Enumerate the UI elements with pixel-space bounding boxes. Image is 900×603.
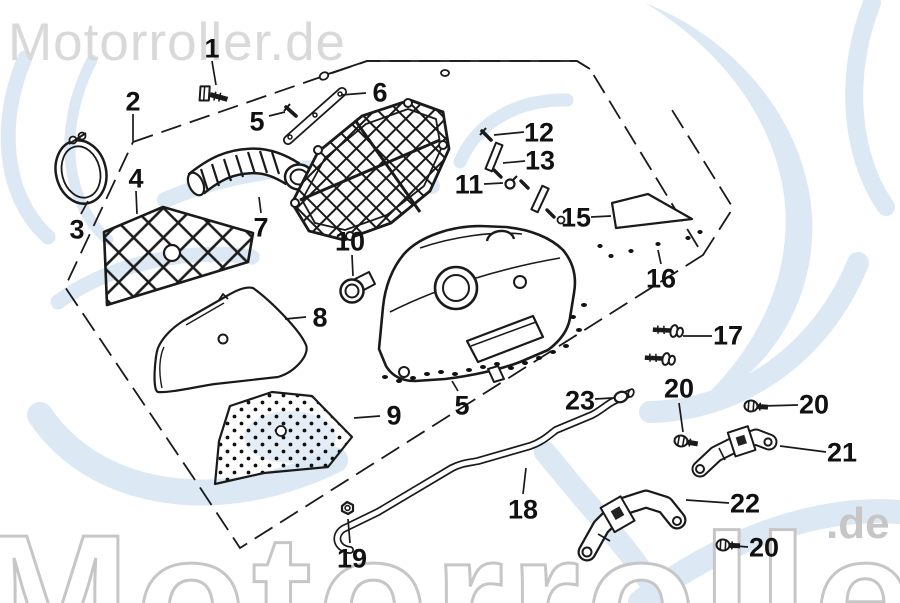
part-5-screw [283,103,298,118]
part-17-screws [644,321,684,367]
part-8-filter-sheet [153,286,308,394]
callout-leader-3 [80,200,89,215]
callout-label-23: 23 [565,386,595,416]
callout-leader-20 [761,404,799,407]
callout-leader-22 [685,499,730,504]
callout-leader-20 [678,402,684,433]
callout-leader-13 [502,160,526,164]
callout-label-12: 12 [524,118,554,148]
part-23-ring [613,390,629,404]
callout-label-18: 18 [508,495,538,525]
grommet-small-top [318,71,330,81]
callout-label-13: 13 [525,146,555,176]
callout-label-21: 21 [827,438,857,468]
callout-label-6: 6 [372,78,387,108]
callout-leader-5 [451,380,459,392]
part-18-drain-tube [333,388,635,554]
part-21-bracket [691,425,778,478]
part-1-bolt [198,85,229,102]
airbox-body [377,224,577,383]
callout-leader-7 [258,196,262,214]
callout-leader-1 [211,60,217,86]
callout-leader-6 [340,92,367,96]
callout-leader-20 [735,545,749,548]
part-19-nut [340,500,355,516]
callout-label-5: 5 [249,107,264,137]
callout-leader-23 [594,397,613,400]
callout-leader-5 [268,111,286,117]
part-4-filter-grid [102,205,255,307]
part-12-screw [479,127,493,142]
part-16-rivet-dots [597,230,703,258]
watermark-de-text: .de [826,499,890,548]
callout-label-20: 20 [799,390,829,420]
callout-label-3: 3 [69,215,84,245]
part-10-grommet [339,271,376,304]
callout-label-19: 19 [337,544,367,574]
callout-leader-12 [493,131,525,136]
part-15-rubber-flap [610,192,694,230]
part-9-filter-foam [213,390,354,486]
callout-label-11: 11 [455,170,484,200]
watermark-bottom-text: Motorroller [0,498,900,603]
airbox-cover [290,98,451,242]
callout-label-20: 20 [664,374,694,404]
part-5-screw-dots [382,303,587,383]
part-22-bracket [577,489,687,562]
callout-label-20: 20 [749,533,779,563]
callout-label-2: 2 [125,87,140,117]
callout-leader-16 [657,249,662,265]
callout-leader-9 [353,415,381,419]
part-3-hose-clamp [54,131,108,205]
callout-label-1: 1 [204,34,219,64]
part-11-clip [492,168,566,225]
callout-leader-15 [590,215,612,218]
callout-label-22: 22 [730,489,760,519]
callout-label-4: 4 [128,164,143,194]
callout-label-10: 10 [335,227,365,257]
callout-label-15: 15 [561,203,591,233]
callout-label-16: 16 [646,264,676,294]
callout-leader-21 [779,445,827,453]
callout-leader-19 [347,518,351,544]
callout-leader-8 [284,316,307,320]
part-7-intake-hose [186,147,315,197]
part-6-bracket-strip [283,87,347,145]
callout-label-17: 17 [713,321,743,351]
assembly-boundary [63,60,735,550]
callout-label-9: 9 [386,401,401,431]
callout-leader-4 [135,190,138,215]
callout-label-5: 5 [454,391,469,421]
callout-label-8: 8 [312,303,327,333]
part-13-pin [484,141,550,214]
watermark-top-text: Motorroller.de [8,13,346,72]
clip-small-top [440,69,450,77]
callout-label-7: 7 [253,213,268,243]
callout-leader-10 [351,254,354,277]
callout-leader-18 [522,467,527,495]
callout-leader-11 [483,182,504,185]
